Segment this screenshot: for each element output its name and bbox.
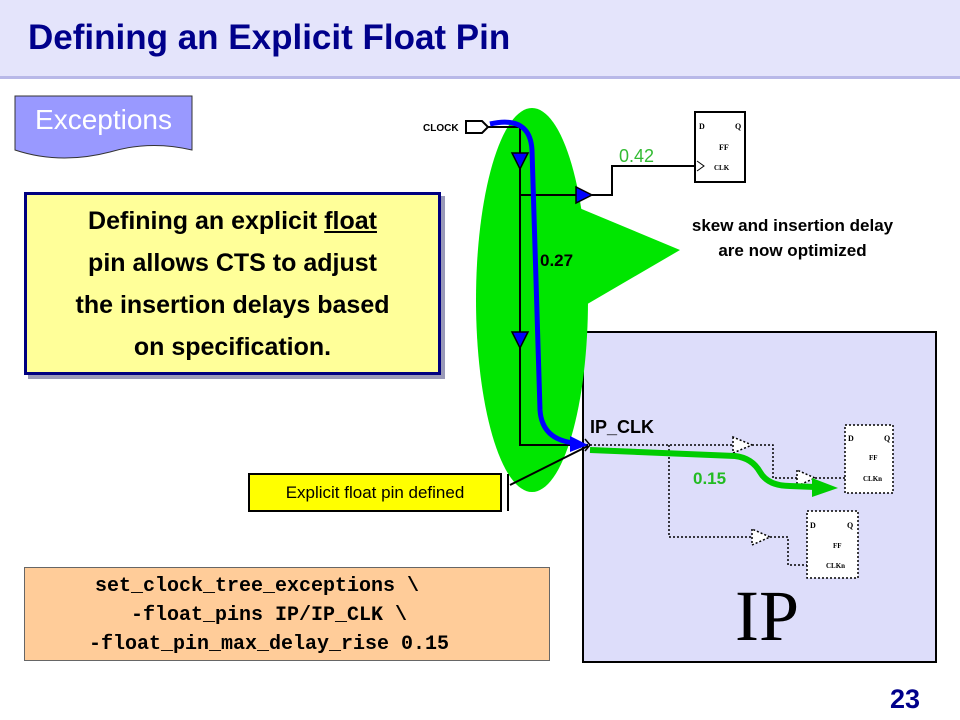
blue-arrowhead <box>570 436 588 452</box>
delay-trunk: 0.27 <box>540 251 573 270</box>
section-tag-label: Exceptions <box>35 104 172 135</box>
title-bar <box>0 0 960 79</box>
flip-flop-top: D Q FF CLK <box>694 111 746 183</box>
svg-text:CLK: CLK <box>714 164 730 172</box>
callout-line: on specification. <box>133 332 332 361</box>
optimization-note: skew and insertion delay are now optimiz… <box>650 213 935 263</box>
blue-clock-path <box>489 119 576 446</box>
svg-text:FF: FF <box>833 542 842 550</box>
code-line: -float_pins IP/IP_CLK \ <box>95 604 408 627</box>
green-arrowhead <box>812 478 838 497</box>
callout-line: pin allows CTS to adjust <box>88 248 377 277</box>
buffer-icon <box>510 152 594 350</box>
float-pin-marker <box>584 438 591 452</box>
ip-pin-label: IP_CLK <box>590 417 654 437</box>
green-ip-path <box>589 447 816 490</box>
note-line: skew and insertion delay <box>691 216 894 235</box>
callout-line: Defining an explicit <box>88 206 325 235</box>
svg-text:FF: FF <box>719 143 729 152</box>
green-highlight <box>476 108 680 492</box>
delay-top-ff: 0.42 <box>619 146 654 166</box>
flip-flop-ip-2: D Q FF CLKn <box>810 521 853 570</box>
svg-text:CLKn: CLKn <box>863 475 882 483</box>
flip-flop-ip-1: D Q FF CLKn <box>848 434 890 483</box>
callout-box: Defining an explicit float pin allows CT… <box>24 192 441 375</box>
code-line: -float_pin_max_delay_rise 0.15 <box>65 633 450 656</box>
svg-text:CLKn: CLKn <box>826 562 845 570</box>
svg-text:D: D <box>810 521 816 530</box>
clock-port-icon <box>465 120 490 134</box>
page-title: Defining an Explicit Float Pin <box>28 18 511 57</box>
ip-block <box>582 331 937 663</box>
svg-text:Q: Q <box>847 521 853 530</box>
svg-text:Q: Q <box>735 122 741 131</box>
svg-text:FF: FF <box>869 454 878 462</box>
ip-internal-wires <box>590 424 894 579</box>
svg-text:D: D <box>699 122 705 131</box>
svg-text:D: D <box>848 434 854 443</box>
callout-line: the insertion delays based <box>75 290 390 319</box>
note-line: are now optimized <box>718 241 867 260</box>
page-number: 23 <box>890 684 921 714</box>
float-pin-pointer <box>509 445 589 486</box>
delay-ip: 0.15 <box>693 469 726 488</box>
float-pin-label: Explicit float pin defined <box>248 473 502 512</box>
code-box: set_clock_tree_exceptions \ -float_pins … <box>24 567 550 661</box>
section-tag-shape <box>14 95 193 159</box>
clock-port-label: CLOCK <box>423 123 459 134</box>
callout-underlined-word: float <box>324 206 377 235</box>
svg-text:Q: Q <box>884 434 890 443</box>
ip-block-label: IP <box>735 576 799 656</box>
clock-wires <box>488 126 697 446</box>
code-line: set_clock_tree_exceptions \ <box>95 575 420 598</box>
